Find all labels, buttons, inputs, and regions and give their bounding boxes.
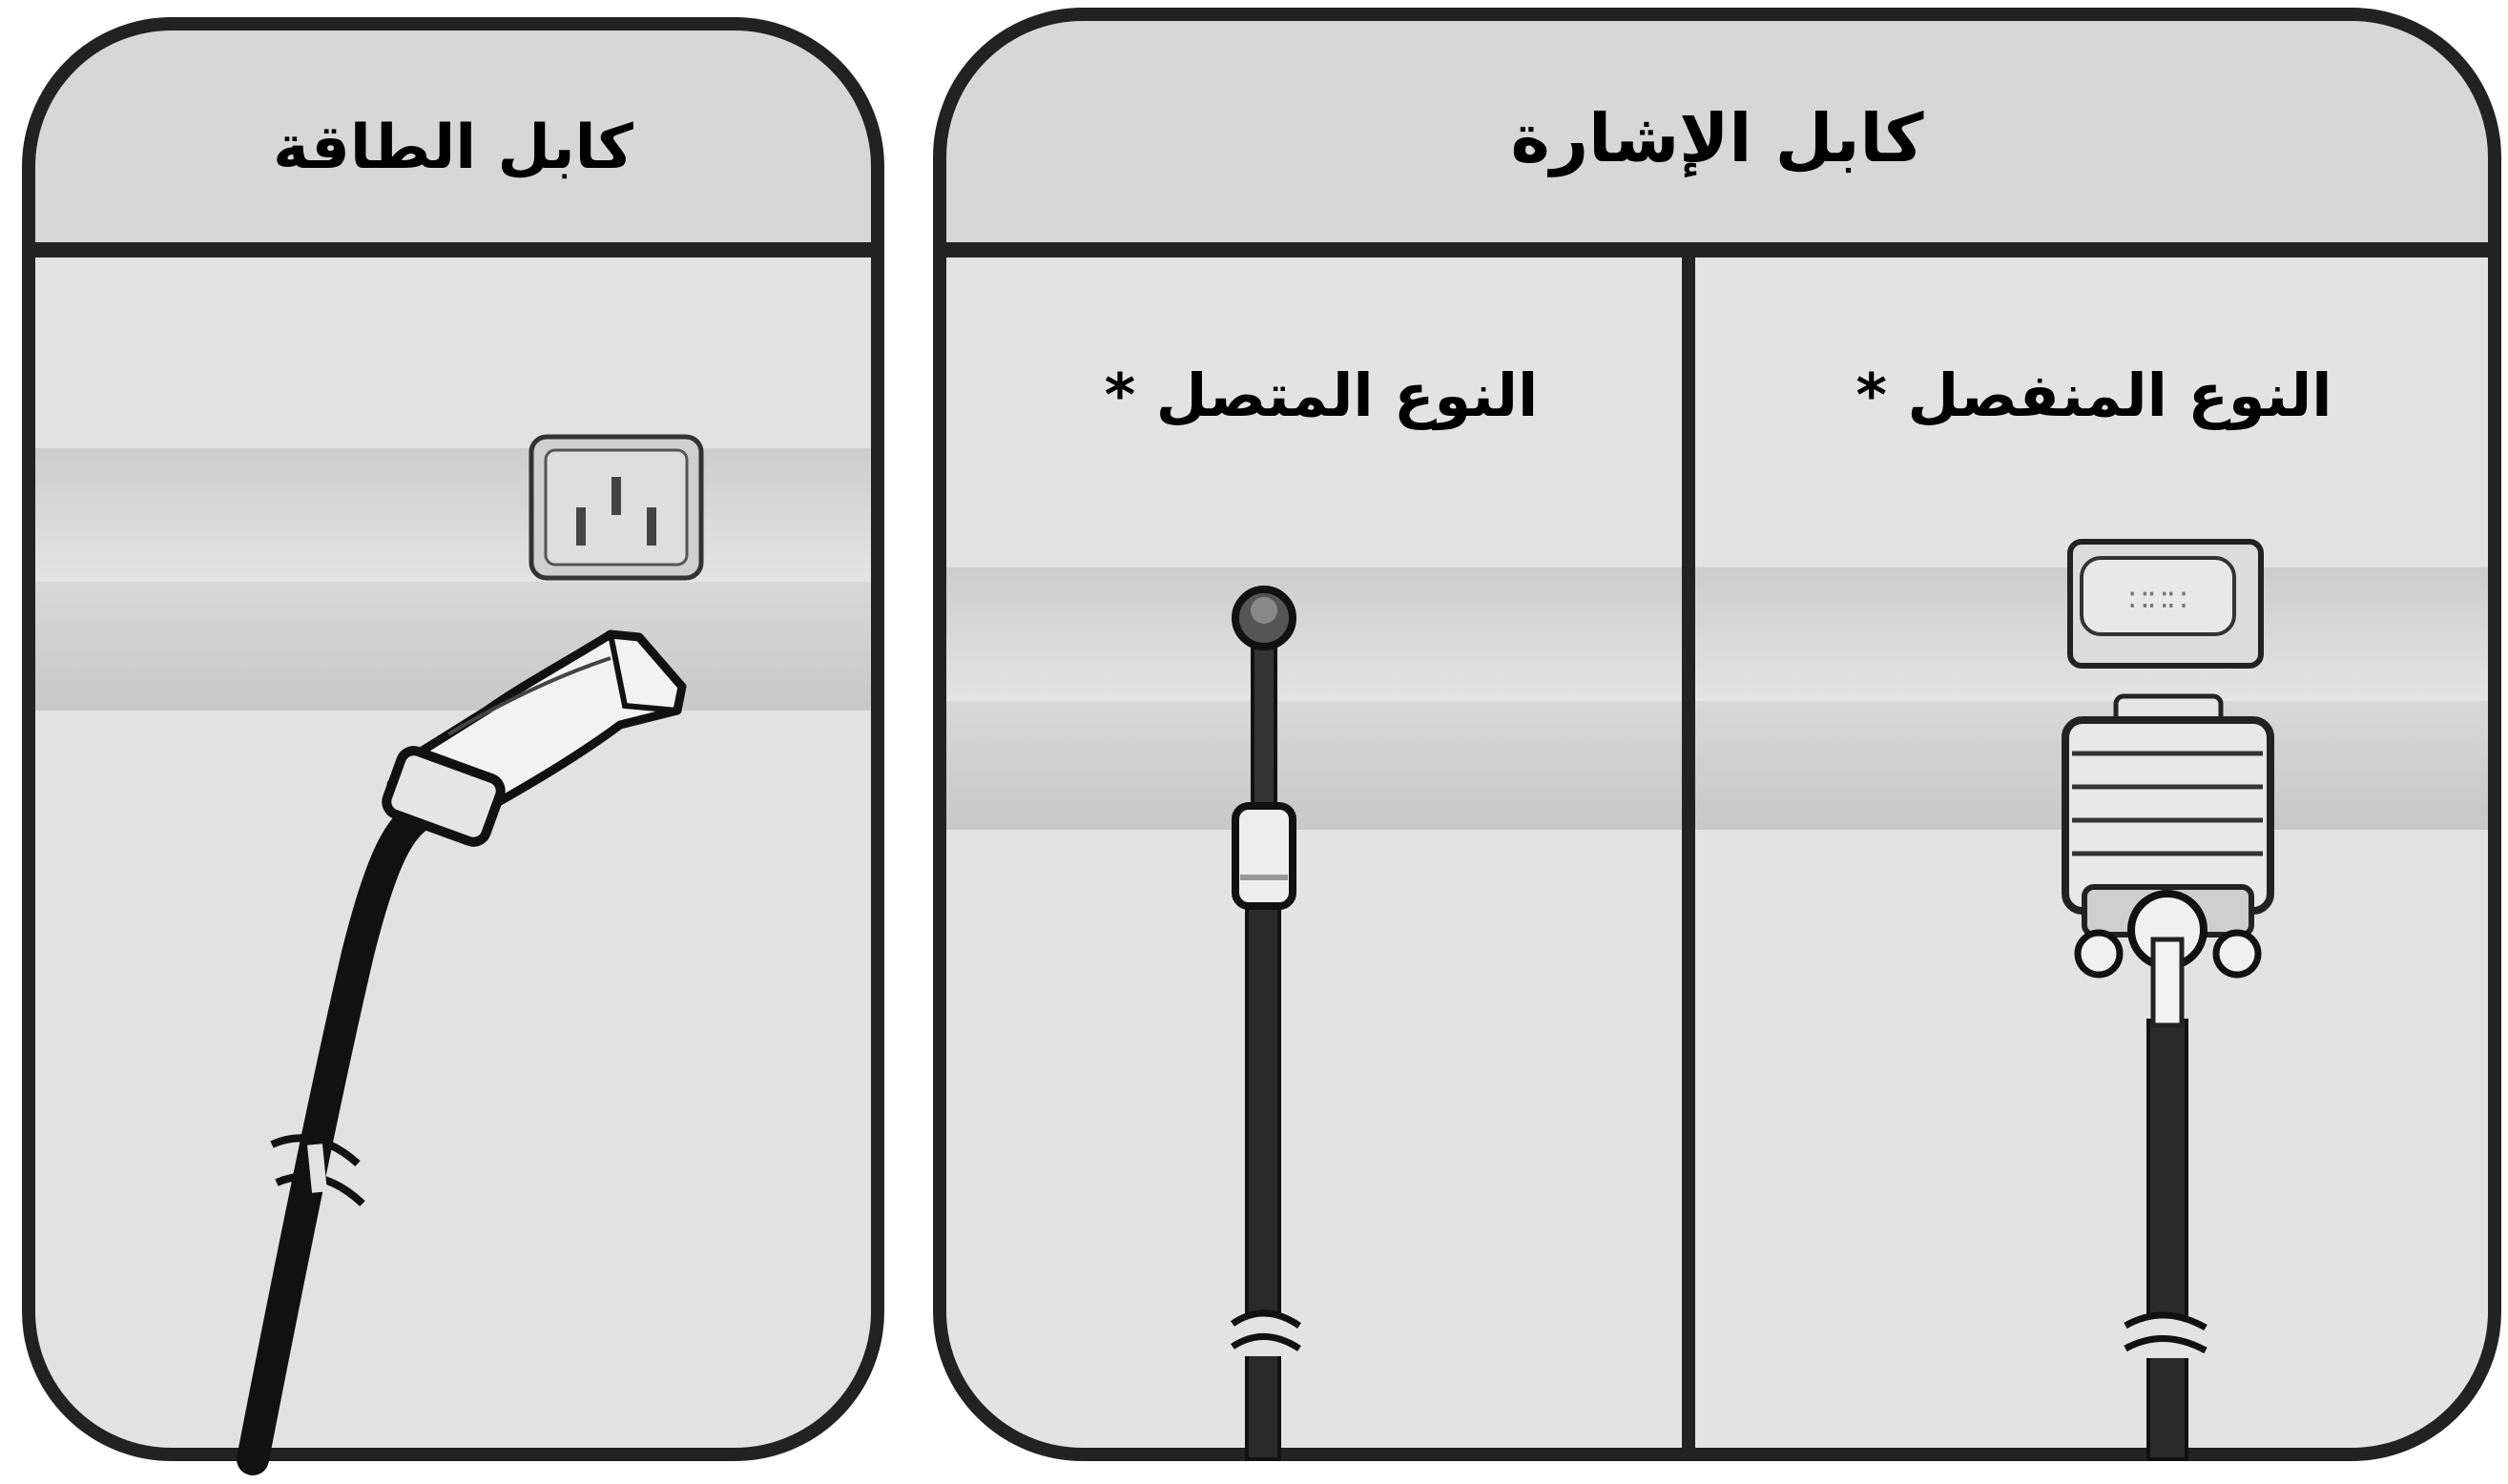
power-socket-icon <box>531 437 701 578</box>
svg-text:∷∷∷: ∷∷∷ <box>2128 582 2187 618</box>
signal-cable-title: كابل الإشارة <box>944 86 2490 191</box>
attached-type-label: النوع المتصل * <box>954 343 1689 448</box>
vga-port-icon: ∷∷∷ <box>2070 542 2261 666</box>
separate-type-label: النوع المنفصل * <box>1708 343 2480 448</box>
power-cable-title: كابل الطاقة <box>29 95 878 200</box>
power-cable-panel <box>29 24 878 1459</box>
signal-cable-panel: ∷∷∷ <box>940 14 2495 1459</box>
